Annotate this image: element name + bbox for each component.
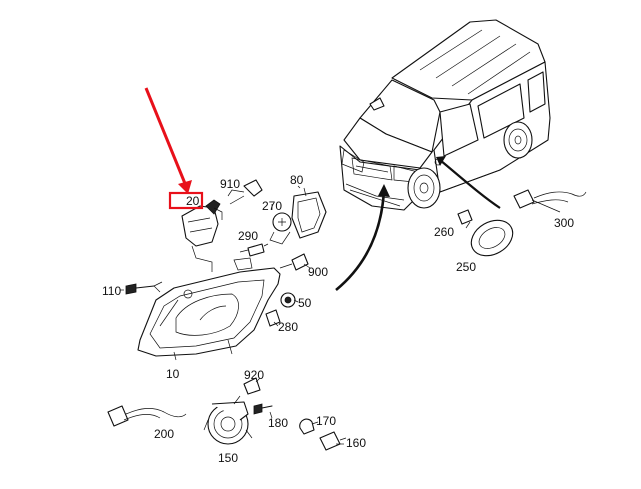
label-290: 290 — [238, 229, 258, 243]
label-50: 50 — [298, 296, 312, 310]
label-80: 80 — [290, 173, 304, 187]
part-300-connector — [513, 189, 587, 209]
part-160-socket — [319, 431, 347, 451]
part-900-socket — [279, 253, 309, 271]
label-250: 250 — [456, 260, 476, 274]
label-20: 20 — [186, 194, 200, 208]
callout-arrows — [335, 156, 501, 292]
label-920: 920 — [244, 368, 264, 382]
label-280: 280 — [278, 320, 298, 334]
part-80-cover — [291, 187, 327, 239]
label-260: 260 — [434, 225, 454, 239]
part-110-screw — [125, 281, 163, 295]
label-160: 160 — [346, 436, 366, 450]
part-labels: 910 20 270 80 290 900 110 50 280 10 920 … — [102, 173, 574, 465]
part-170-bulb — [299, 418, 315, 435]
label-910: 910 — [220, 177, 240, 191]
highlight-arrow — [144, 87, 188, 187]
label-10: 10 — [166, 367, 180, 381]
part-180-screw — [253, 403, 273, 415]
label-110: 110 — [102, 284, 121, 298]
label-900: 900 — [308, 265, 328, 279]
part-50-bulb — [280, 292, 296, 308]
label-270: 270 — [262, 199, 282, 213]
part-150-fog-lamp — [203, 401, 253, 445]
label-170: 170 — [316, 414, 336, 428]
highlight-annotation — [144, 87, 204, 210]
headlamp-assembly — [137, 257, 281, 361]
part-910-bulb — [229, 179, 263, 205]
label-150: 150 — [218, 451, 238, 465]
highlight-box — [168, 191, 204, 210]
part-200-connector — [107, 405, 187, 427]
part-920 — [233, 377, 261, 405]
part-280-bulb — [265, 309, 281, 327]
part-20-leveling-motor — [181, 199, 223, 272]
part-290-bulb — [239, 243, 265, 257]
leader-lines — [120, 185, 561, 445]
part-270-bulb — [269, 212, 292, 245]
part-250-side-lamp — [470, 219, 514, 257]
label-200: 200 — [154, 427, 174, 441]
label-300: 300 — [554, 216, 574, 230]
van-illustration — [339, 19, 551, 211]
label-180: 180 — [268, 416, 288, 430]
part-260-bulb — [457, 209, 473, 225]
